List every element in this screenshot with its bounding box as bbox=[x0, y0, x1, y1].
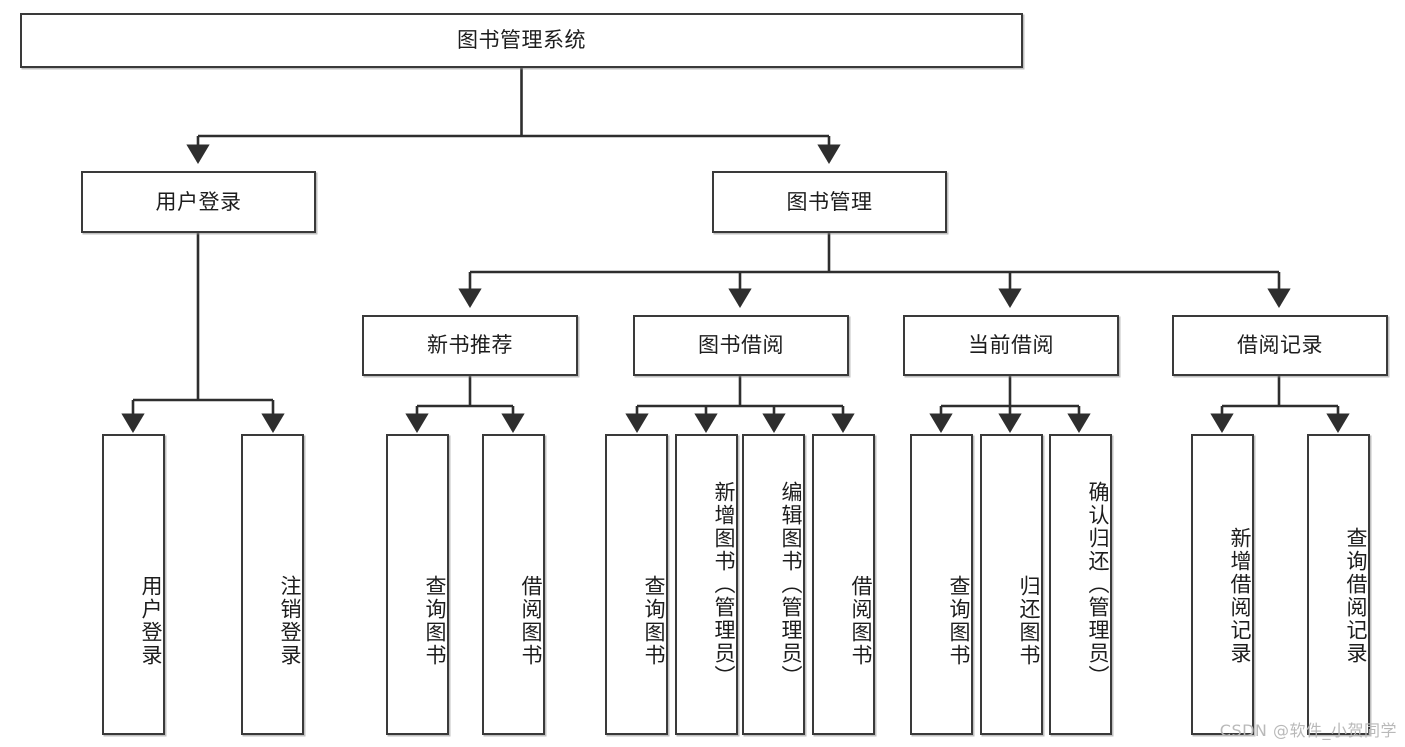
node-root-label: 图书管理系统 bbox=[457, 28, 586, 53]
node-leaf-edit-book[interactable]: 编辑图书（管理员） bbox=[742, 434, 805, 735]
node-root[interactable]: 图书管理系统 bbox=[20, 13, 1023, 68]
node-leaf-query-book-2[interactable]: 查询图书 bbox=[605, 434, 668, 735]
node-user-login-label: 用户登录 bbox=[155, 189, 242, 214]
node-leaf-add-book-label: 新增图书（管理员） bbox=[712, 481, 736, 688]
node-leaf-borrow-book-1-label: 借阅图书 bbox=[519, 574, 543, 667]
node-leaf-user-login[interactable]: 用户登录 bbox=[102, 434, 165, 735]
node-leaf-confirm-return-label: 确认归还（管理员） bbox=[1086, 481, 1110, 688]
node-new-book-rec-label: 新书推荐 bbox=[427, 333, 513, 358]
node-leaf-borrow-book-2-label: 借阅图书 bbox=[849, 574, 873, 667]
node-leaf-query-book-2-label: 查询图书 bbox=[642, 574, 666, 667]
node-current-borrow[interactable]: 当前借阅 bbox=[903, 315, 1119, 376]
node-leaf-borrow-book-2[interactable]: 借阅图书 bbox=[812, 434, 875, 735]
node-user-login[interactable]: 用户登录 bbox=[81, 171, 316, 233]
node-leaf-query-book-3[interactable]: 查询图书 bbox=[910, 434, 973, 735]
node-leaf-borrow-book-1[interactable]: 借阅图书 bbox=[482, 434, 545, 735]
node-leaf-edit-book-label: 编辑图书（管理员） bbox=[779, 481, 803, 688]
node-leaf-return-book[interactable]: 归还图书 bbox=[980, 434, 1043, 735]
node-leaf-query-book-1-label: 查询图书 bbox=[423, 574, 447, 667]
node-leaf-add-record-label: 新增借阅记录 bbox=[1228, 526, 1252, 665]
node-leaf-add-book[interactable]: 新增图书（管理员） bbox=[675, 434, 738, 735]
node-leaf-confirm-return[interactable]: 确认归还（管理员） bbox=[1049, 434, 1112, 735]
node-book-borrow[interactable]: 图书借阅 bbox=[633, 315, 849, 376]
watermark-text: CSDN @软件_小贺同学 bbox=[1219, 721, 1397, 740]
node-leaf-return-book-label: 归还图书 bbox=[1017, 574, 1041, 667]
node-book-manage-label: 图书管理 bbox=[786, 189, 873, 214]
node-borrow-record[interactable]: 借阅记录 bbox=[1172, 315, 1388, 376]
node-leaf-user-logout-label: 注销登录 bbox=[278, 574, 302, 667]
node-leaf-user-login-label: 用户登录 bbox=[139, 574, 163, 667]
node-leaf-query-book-1[interactable]: 查询图书 bbox=[386, 434, 449, 735]
node-book-borrow-label: 图书借阅 bbox=[698, 333, 784, 358]
node-leaf-query-record[interactable]: 查询借阅记录 bbox=[1307, 434, 1370, 735]
node-leaf-query-record-label: 查询借阅记录 bbox=[1344, 526, 1368, 665]
node-new-book-rec[interactable]: 新书推荐 bbox=[362, 315, 578, 376]
node-book-manage[interactable]: 图书管理 bbox=[712, 171, 947, 233]
node-borrow-record-label: 借阅记录 bbox=[1237, 333, 1323, 358]
node-current-borrow-label: 当前借阅 bbox=[968, 333, 1054, 358]
node-leaf-query-book-3-label: 查询图书 bbox=[947, 574, 971, 667]
node-leaf-user-logout[interactable]: 注销登录 bbox=[241, 434, 304, 735]
node-leaf-add-record[interactable]: 新增借阅记录 bbox=[1191, 434, 1254, 735]
